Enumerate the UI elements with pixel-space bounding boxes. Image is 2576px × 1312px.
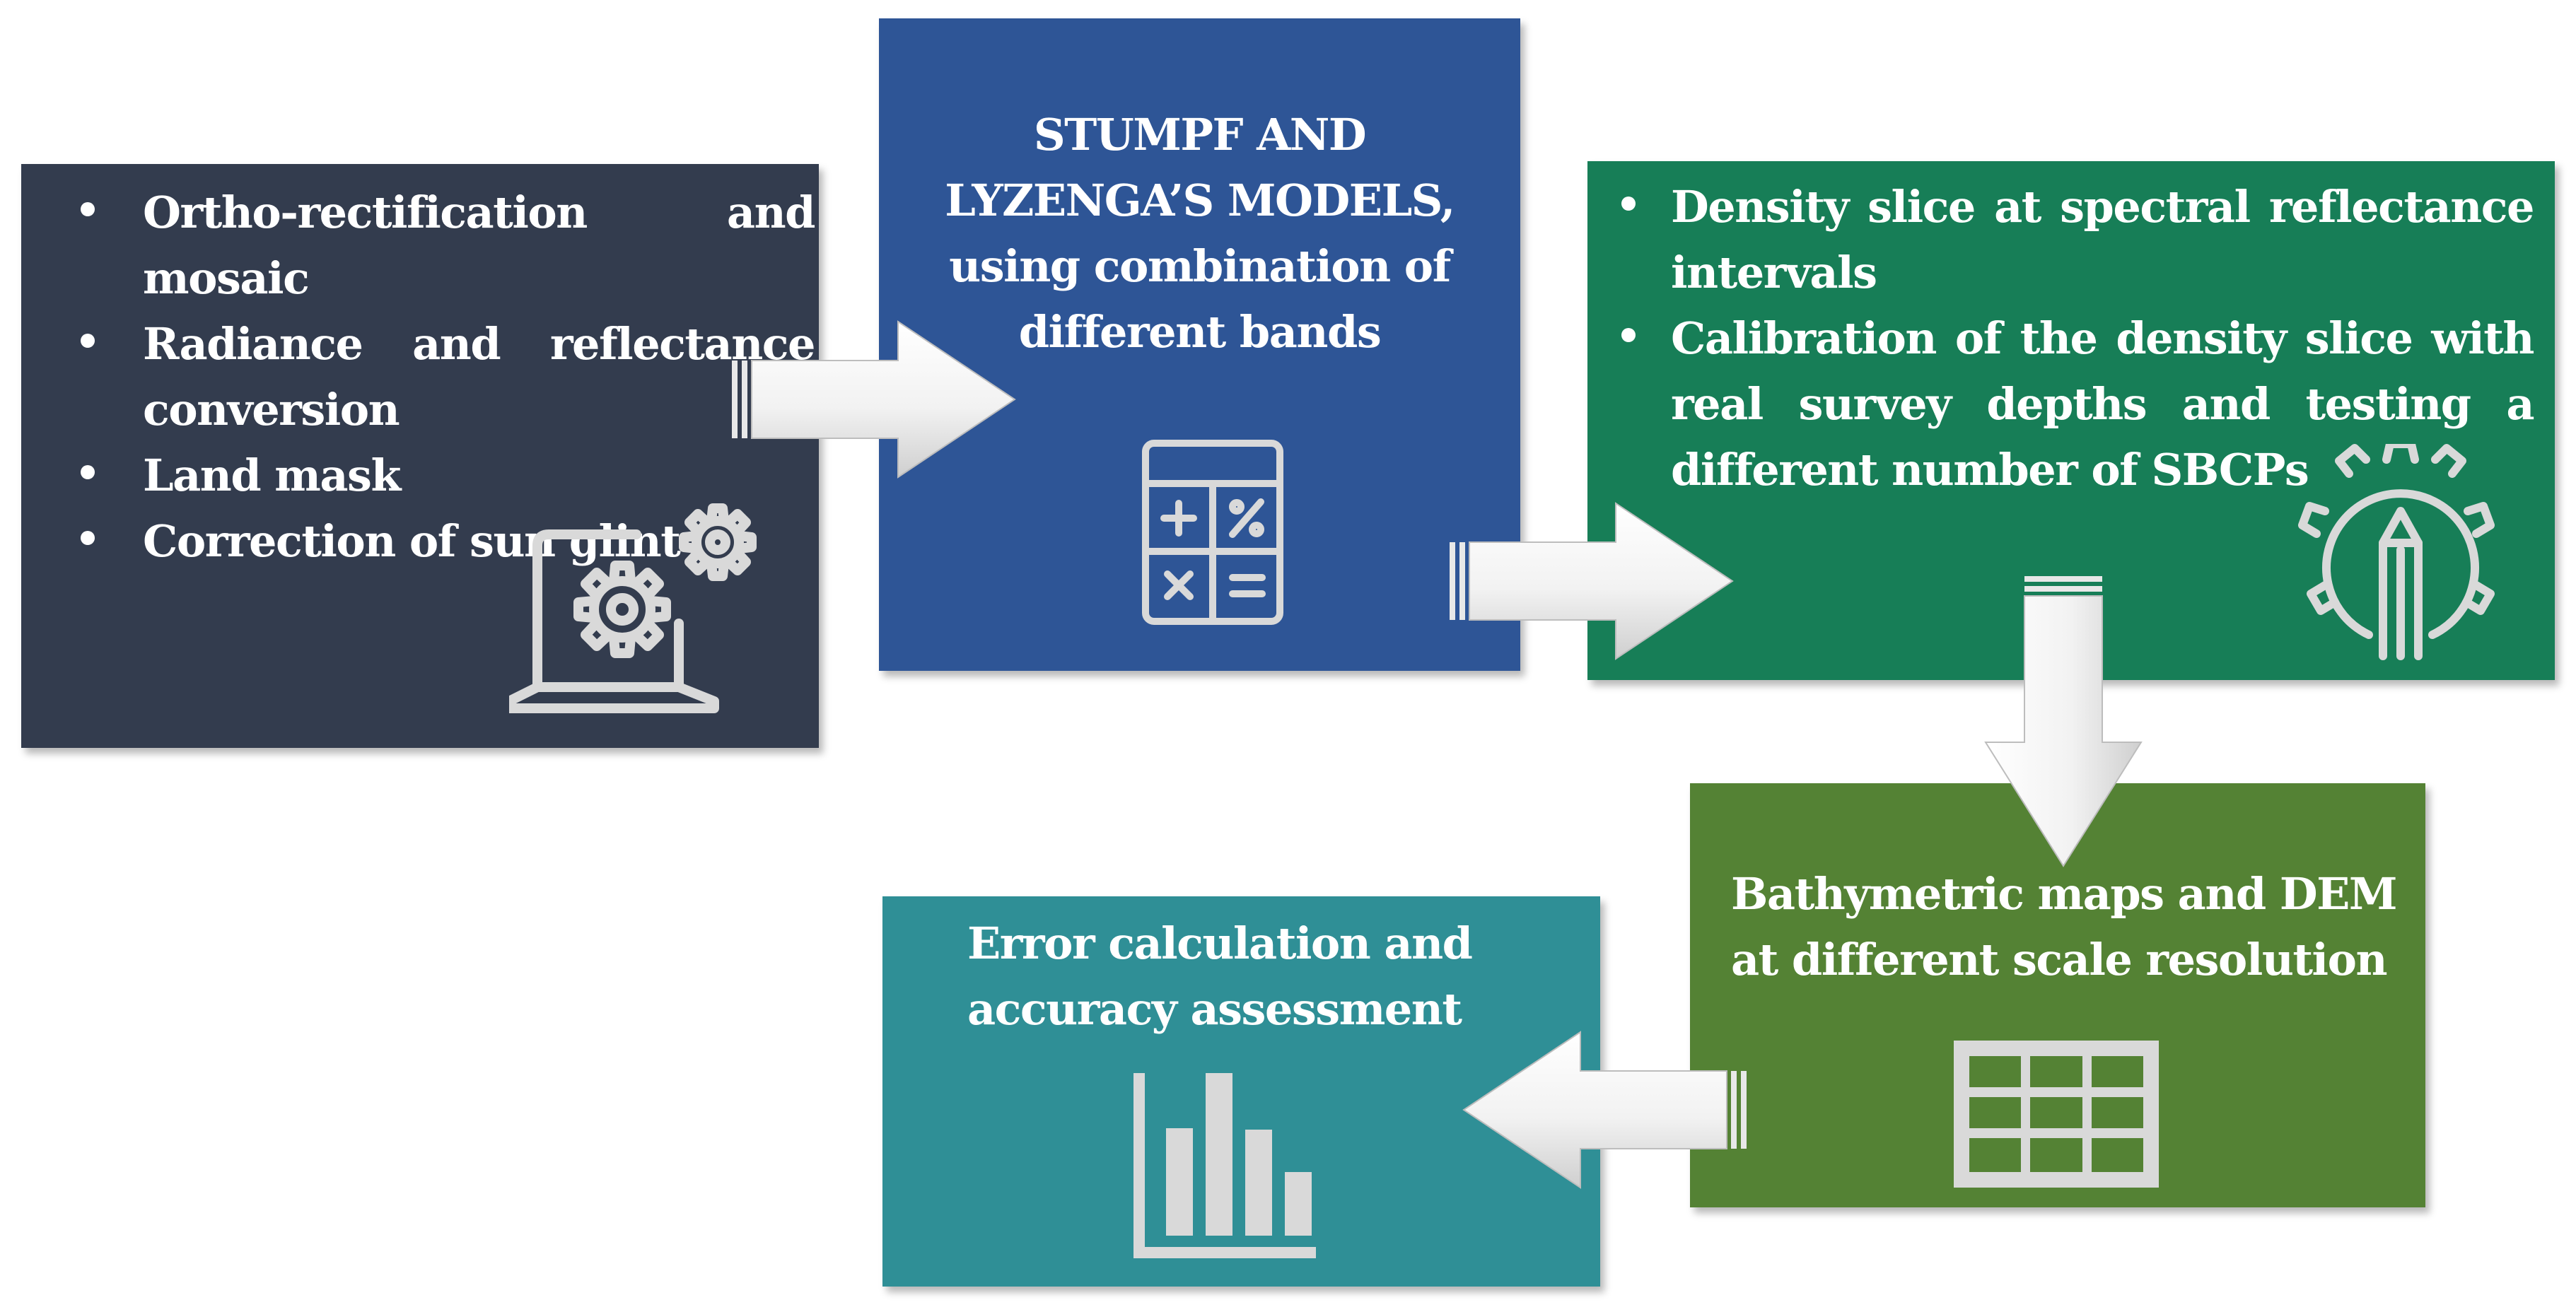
density-slice-list: Density slice at spectral reflectance in… (1621, 174, 2535, 503)
step-preprocessing-box: Ortho-rectification and mosaic Radiance … (21, 164, 819, 748)
bullet-icon (81, 202, 95, 216)
flow-arrow-1 (732, 320, 1029, 479)
bullet-icon (1621, 197, 1636, 211)
density-slice-item: Density slice at spectral reflectance in… (1621, 174, 2535, 305)
bullet-icon (1621, 328, 1636, 342)
flow-arrow-2 (1450, 502, 1747, 660)
gear-pencil-icon (2298, 444, 2503, 663)
models-title: STUMPF AND LYZENGA’S MODELS, using combi… (945, 109, 1455, 358)
preprocessing-item: Radiance and reflectance conversion (81, 311, 816, 443)
bullet-icon (81, 531, 95, 545)
preprocessing-item: Correction of sun glint (81, 508, 815, 574)
preprocessing-item: Ortho-rectification and mosaic (81, 180, 816, 311)
flow-arrow-4 (1450, 1031, 1747, 1189)
flow-arrow-3 (1984, 576, 2143, 873)
step-density-slice-box: Density slice at spectral reflectance in… (1587, 161, 2555, 680)
calculator-icon (1142, 440, 1283, 625)
preprocessing-item: Land mask (81, 443, 815, 508)
maps-title: Bathymetric maps and DEM at different sc… (1731, 868, 2398, 985)
bar-chart-icon (1133, 1073, 1316, 1258)
step-error-box: Error calculation and accuracy assessmen… (882, 896, 1600, 1287)
laptop-gears-icon (509, 475, 778, 730)
error-title: Error calculation and accuracy assessmen… (967, 918, 1473, 1035)
density-slice-item: Calibration of the density slice with re… (1621, 305, 2535, 503)
table-grid-icon (1954, 1041, 2159, 1188)
step-models-box: STUMPF AND LYZENGA’S MODELS, using combi… (879, 18, 1520, 671)
bullet-icon (81, 465, 95, 479)
preprocessing-list: Ortho-rectification and mosaic Radiance … (81, 180, 816, 574)
bullet-icon (81, 334, 95, 348)
